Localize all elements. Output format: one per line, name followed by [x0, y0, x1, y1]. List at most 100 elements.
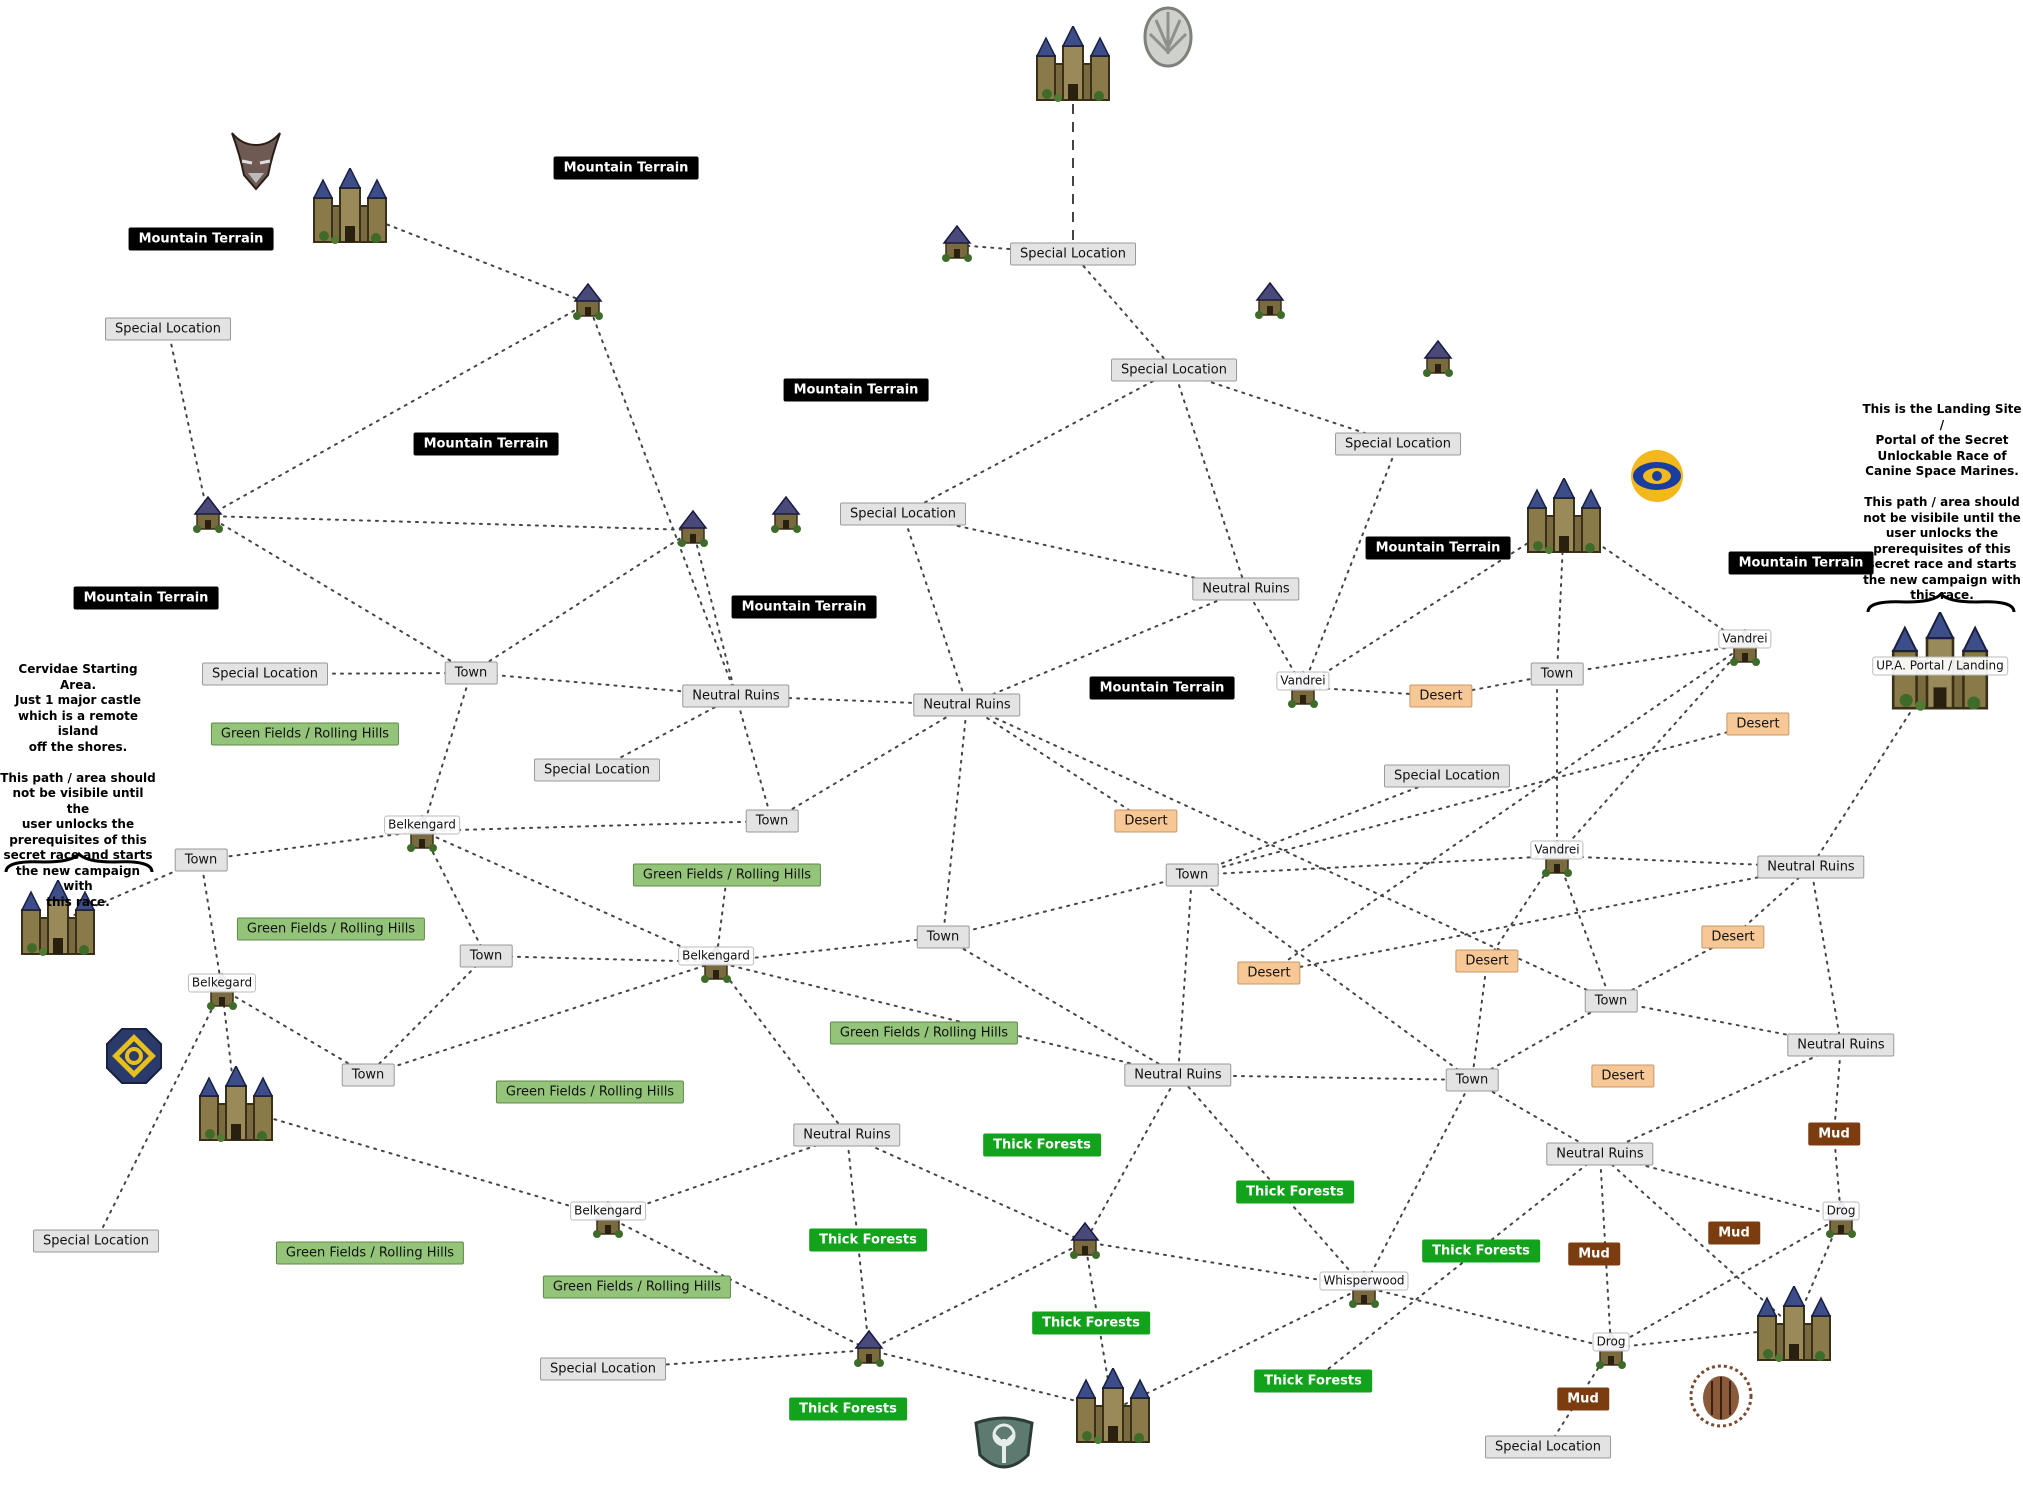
path-link [200, 830, 423, 861]
castle-label-bk1[interactable]: Belkengard [384, 815, 460, 835]
path-link [966, 704, 1612, 1002]
mountain-terrain-label: Mountain Terrain [783, 378, 929, 402]
outpost-icon[interactable] [852, 1329, 886, 1371]
path-link [1556, 855, 1812, 868]
outpost-icon[interactable] [1421, 339, 1455, 381]
mountain-terrain-label: Mountain Terrain [1728, 551, 1874, 575]
special-label-sl9[interactable]: Special Location [33, 1229, 159, 1253]
mountain-terrain-label: Mountain Terrain [1365, 536, 1511, 560]
path-link [264, 672, 472, 675]
path-link [735, 695, 773, 822]
special-label-sl8[interactable]: Special Location [534, 758, 660, 782]
castle-keep-icon[interactable] [196, 1064, 276, 1150]
ruins-label-nr5[interactable]: Neutral Ruins [1124, 1063, 1232, 1087]
castle-label-wh[interactable]: Whisperwood [1319, 1271, 1409, 1291]
town-label-t6[interactable]: Town [341, 1063, 395, 1087]
path-link [1810, 866, 1842, 1046]
castle-label-vd3[interactable]: Vandrei [1530, 840, 1584, 860]
special-label-sl10[interactable]: Special Location [1384, 764, 1510, 788]
path-link [966, 588, 1247, 706]
castle-keep-icon[interactable] [1033, 24, 1113, 110]
town-label-t3[interactable]: Town [174, 848, 228, 872]
special-label-sl6[interactable]: Special Location [105, 317, 231, 341]
path-link [1833, 1044, 1842, 1135]
town-label-t1[interactable]: Town [444, 661, 498, 685]
castle-keep-icon[interactable] [1524, 476, 1604, 562]
castle-keep-icon[interactable] [18, 878, 98, 964]
town-label-t10[interactable]: Town [1584, 989, 1638, 1013]
mud-terrain-label: Mud [1808, 1122, 1860, 1146]
castle-label-vd1[interactable]: Vandrei [1276, 671, 1330, 691]
ruins-label-nr2[interactable]: Neutral Ruins [913, 693, 1021, 717]
path-link [367, 955, 487, 1076]
outpost-icon[interactable] [1253, 281, 1287, 323]
desert-terrain-label: Desert [1701, 925, 1765, 949]
castle-label-bk3[interactable]: Belkengard [678, 946, 754, 966]
castle-label-bk2[interactable]: Belkegard [187, 973, 257, 993]
castle-keep-icon[interactable] [1754, 1284, 1834, 1370]
special-label-sl3[interactable]: Special Location [1111, 358, 1237, 382]
path-link [167, 328, 209, 517]
ruins-label-nr7[interactable]: Neutral Ruins [1787, 1033, 1895, 1057]
outpost-icon[interactable] [571, 282, 605, 324]
castle-label-dg2[interactable]: Drog [1822, 1201, 1860, 1221]
desert-terrain-label: Desert [1591, 1064, 1655, 1088]
outpost-icon[interactable] [1068, 1221, 1102, 1263]
outpost-icon[interactable] [676, 509, 710, 551]
path-link [1173, 369, 1399, 445]
outpost-icon[interactable] [191, 495, 225, 537]
ruins-label-nr1[interactable]: Neutral Ruins [1192, 577, 1300, 601]
path-link [715, 936, 944, 963]
town-label-t9[interactable]: Town [1530, 662, 1584, 686]
mountain-terrain-label: Mountain Terrain [73, 586, 219, 610]
castle-label-dg1[interactable]: Drog [1592, 1332, 1630, 1352]
path-link [1363, 1079, 1473, 1288]
path-link [200, 859, 223, 990]
path-link [1084, 1074, 1179, 1243]
castle-keep-icon[interactable] [310, 166, 390, 252]
path-link [485, 955, 717, 963]
ruins-label-nr6[interactable]: Neutral Ruins [1757, 855, 1865, 879]
special-label-sl4[interactable]: Special Location [840, 502, 966, 526]
town-label-t5[interactable]: Town [916, 925, 970, 949]
special-label-sl1[interactable]: Special Location [1010, 242, 1136, 266]
ruins-label-nr8[interactable]: Neutral Ruins [1546, 1142, 1654, 1166]
special-label-sl2[interactable]: Special Location [1335, 432, 1461, 456]
outpost-icon[interactable] [769, 495, 803, 537]
castle-label-upa[interactable]: UP.A. Portal / Landing [1872, 656, 2008, 676]
desert-terrain-label: Desert [1409, 684, 1473, 708]
outpost-icon[interactable] [940, 224, 974, 266]
path-link [1191, 775, 1448, 876]
town-label-t8[interactable]: Town [1445, 1068, 1499, 1092]
ruins-label-nr3[interactable]: Neutral Ruins [682, 684, 790, 708]
desert-terrain-label: Desert [1114, 809, 1178, 833]
mud-terrain-label: Mud [1568, 1242, 1620, 1266]
path-link [692, 529, 737, 697]
castle-label-vd2[interactable]: Vandrei [1718, 629, 1772, 649]
path-link [1245, 588, 1304, 688]
mountain-terrain-label: Mountain Terrain [553, 156, 699, 180]
special-label-sl12[interactable]: Special Location [1485, 1435, 1611, 1459]
path-link [235, 1107, 609, 1218]
town-label-t7[interactable]: Town [1165, 863, 1219, 887]
path-link [367, 961, 717, 1076]
path-link [1610, 1000, 1842, 1046]
ruins-label-nr4[interactable]: Neutral Ruins [793, 1123, 901, 1147]
path-link [1112, 1286, 1365, 1411]
town-label-t4[interactable]: Town [459, 944, 513, 968]
town-label-t2[interactable]: Town [745, 809, 799, 833]
path-link [942, 704, 968, 938]
path-link [1556, 644, 1746, 675]
fields-terrain-label: Green Fields / Rolling Hills [236, 917, 426, 941]
path-link [1471, 1000, 1612, 1081]
special-label-sl7[interactable]: Special Location [202, 662, 328, 686]
forest-terrain-label: Thick Forests [983, 1133, 1101, 1157]
castle-keep-icon[interactable] [1073, 1366, 1153, 1452]
path-link [1191, 874, 1473, 1081]
special-label-sl11[interactable]: Special Location [540, 1357, 666, 1381]
path-link [902, 513, 968, 706]
path-link [846, 1134, 1086, 1243]
mountain-terrain-label: Mountain Terrain [128, 227, 274, 251]
castle-label-bk4[interactable]: Belkengard [570, 1201, 646, 1221]
